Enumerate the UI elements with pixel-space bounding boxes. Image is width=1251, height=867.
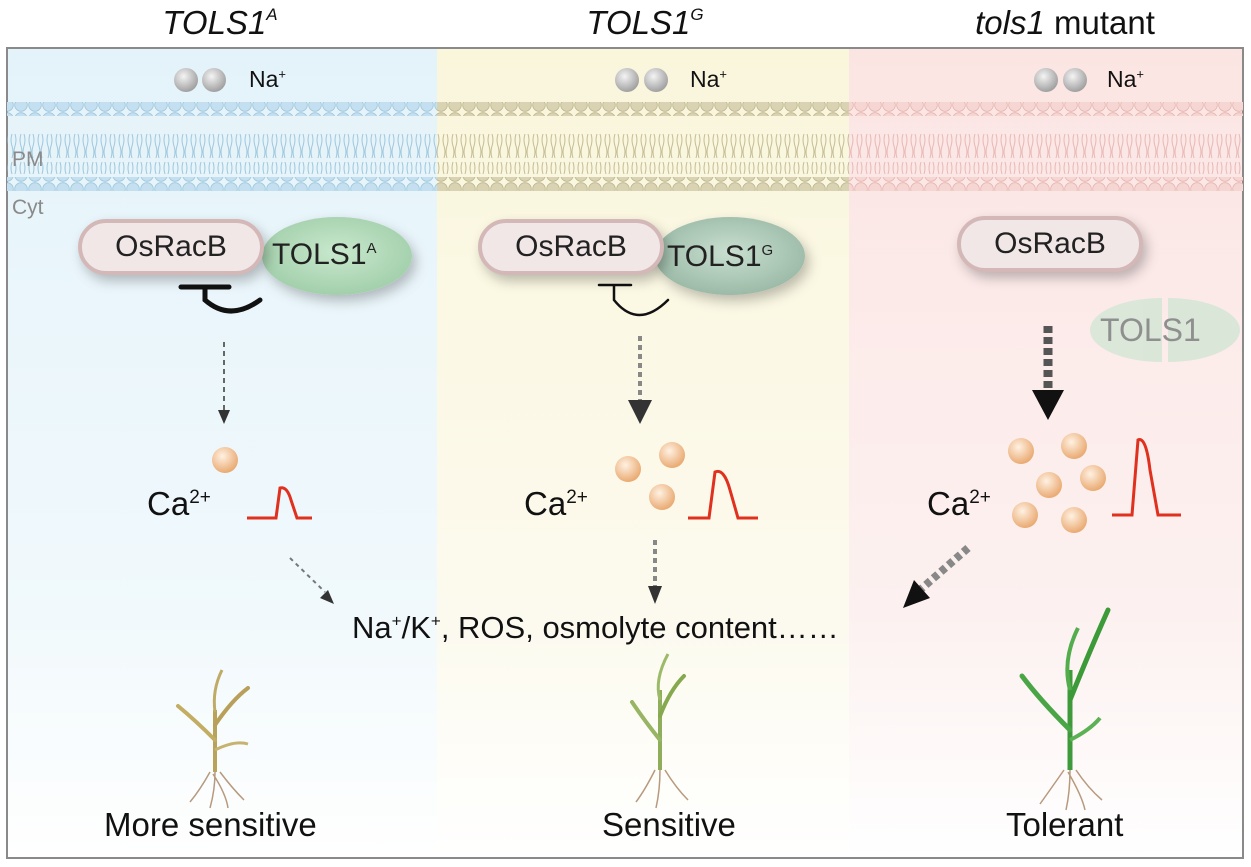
membrane-tails-a — [7, 117, 437, 179]
calcium-label-a: Ca2+ — [147, 485, 211, 522]
outcome-more-sensitive: More sensitive — [104, 806, 317, 843]
arrow-down-g — [648, 540, 662, 604]
arrow-medium-g — [628, 336, 652, 424]
calcium-ions-g — [615, 442, 685, 510]
arrow-thick-m — [1032, 326, 1064, 420]
tols1a-label: TOLS1A — [272, 238, 377, 271]
membrane-heads-top-m — [849, 102, 1243, 116]
tols1g-oval — [655, 217, 805, 295]
osracb-protein-m: OsRacB — [957, 216, 1143, 272]
inhibition-symbol-weak — [597, 283, 670, 317]
sodium-ions-g — [615, 68, 668, 92]
tols1a-oval — [262, 217, 412, 295]
calcium-label-m: Ca2+ — [927, 485, 991, 522]
osracb-protein-g: OsRacB — [478, 219, 664, 275]
membrane-tails-g — [437, 117, 849, 179]
sodium-ions-m — [1034, 68, 1087, 92]
tols1g-label: TOLS1G — [667, 240, 774, 273]
sodium-ions-a — [174, 68, 226, 92]
column-title-tols1a: TOLS1A — [162, 4, 278, 41]
membrane-heads-top-g — [437, 102, 849, 116]
membrane-heads-bottom-m — [849, 177, 1243, 191]
column-title-mutant: tols1 mutant — [975, 4, 1155, 41]
sodium-label-a: Na+ — [249, 66, 286, 92]
calcium-ions-a — [212, 447, 238, 473]
calcium-signal-large — [1112, 438, 1181, 517]
arrow-down-a — [289, 557, 334, 604]
membrane-heads-bottom-g — [437, 177, 849, 191]
outcome-tolerant: Tolerant — [1006, 806, 1124, 843]
plant-tolerant — [1019, 607, 1111, 811]
calcium-signal-small — [247, 486, 312, 520]
arrow-down-m — [903, 544, 971, 608]
plant-wilted — [176, 669, 250, 809]
cytoplasm-label: Cyt — [12, 196, 44, 219]
calcium-ions-m — [1008, 433, 1106, 533]
downstream-effects-label: Na+/K+, ROS, osmolyte content…… — [352, 610, 839, 645]
sodium-label-m: Na+ — [1107, 66, 1144, 92]
calcium-label-g: Ca2+ — [524, 485, 588, 522]
arrow-thin-a — [218, 342, 230, 424]
tols1-dissociated-label: TOLS1 — [1100, 312, 1201, 348]
sodium-label-g: Na+ — [690, 66, 727, 92]
membrane-tails-m — [849, 117, 1243, 179]
membrane-heads-top-a — [7, 102, 437, 116]
plasma-membrane-label: PM — [12, 148, 44, 171]
inhibition-symbol-strong — [178, 284, 263, 314]
column-title-tols1g: TOLS1G — [586, 4, 704, 41]
figure-border — [6, 47, 1244, 859]
plant-sensitive — [630, 653, 689, 809]
membrane-heads-bottom-a — [7, 177, 437, 191]
outcome-sensitive: Sensitive — [602, 806, 736, 843]
calcium-signal-medium — [688, 469, 758, 520]
osracb-protein-a: OsRacB — [78, 219, 264, 275]
tols1-split-oval — [1090, 298, 1240, 362]
